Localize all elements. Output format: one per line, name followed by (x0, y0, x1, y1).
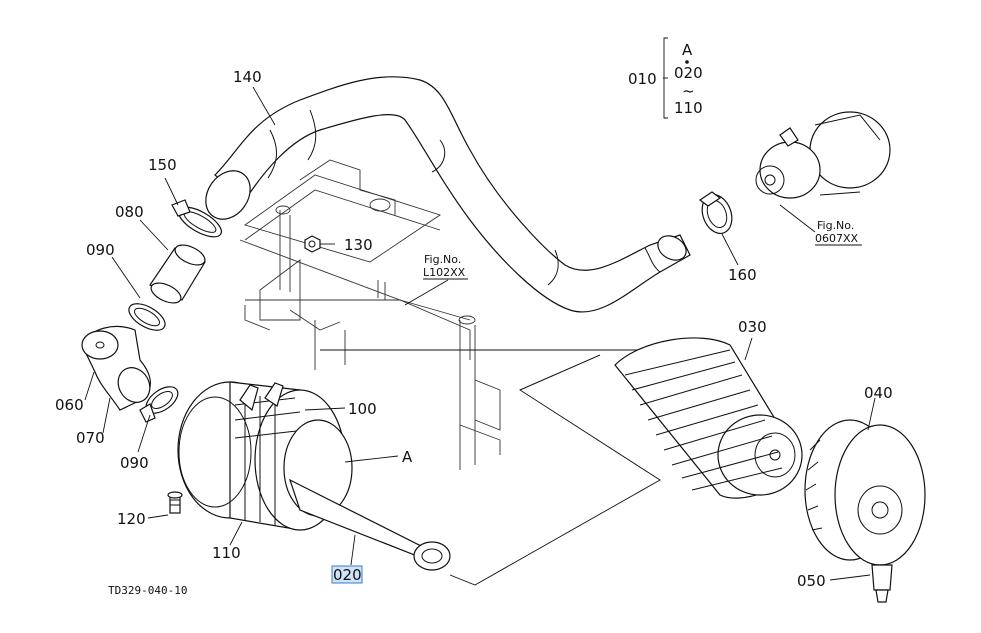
group-bracket-010: A 020 ~ 110 (663, 37, 703, 119)
fig-ref-left[interactable]: Fig.No. L102XX (423, 253, 468, 280)
label-020-highlight (331, 565, 363, 584)
label-100[interactable]: 100 (348, 400, 377, 418)
fig-ref-left-label: Fig.No. (424, 253, 461, 266)
sleeve-080 (149, 244, 206, 304)
label-010[interactable]: 010 (628, 70, 657, 88)
label-130[interactable]: 130 (344, 236, 373, 254)
part-labels: 010 140 150 080 090 130 060 070 090 100 … (55, 68, 893, 590)
label-070[interactable]: 070 (76, 429, 105, 447)
fig-ref-right-label: Fig.No. (817, 219, 854, 232)
label-150[interactable]: 150 (148, 156, 177, 174)
outlet-tube-020 (283, 419, 451, 571)
label-030[interactable]: 030 (738, 318, 767, 336)
label-110[interactable]: 110 (212, 544, 241, 562)
label-140[interactable]: 140 (233, 68, 262, 86)
clamp-090-lower (139, 386, 179, 423)
hose-140 (205, 76, 691, 313)
label-160[interactable]: 160 (728, 266, 757, 284)
label-090-lower[interactable]: 090 (120, 454, 149, 472)
label-080[interactable]: 080 (115, 203, 144, 221)
assembly-guide-lines (320, 349, 690, 586)
ring-090-upper (128, 303, 166, 331)
label-ref-a: A (402, 448, 413, 466)
group-top-label: A (682, 41, 693, 59)
group-dot (685, 60, 689, 64)
fig-ref-right-code[interactable]: 0607XX (815, 232, 859, 245)
group-mid-label: 020 (674, 64, 703, 82)
group-tilde: ~ (682, 82, 695, 100)
cover-040 (804, 419, 926, 603)
label-090-upper[interactable]: 090 (86, 241, 115, 259)
label-020[interactable]: 020 (333, 566, 362, 584)
filter-element-030 (614, 337, 803, 499)
fig-ref-right[interactable]: Fig.No. 0607XX (815, 219, 862, 246)
nut-130 (304, 235, 321, 253)
group-bottom-label: 110 (674, 99, 703, 117)
clamp-160 (698, 191, 733, 234)
leader-lines (84, 77, 876, 581)
drawing-code: TD329-040-10 (108, 584, 187, 597)
label-120[interactable]: 120 (117, 510, 146, 528)
fig-ref-left-code[interactable]: L102XX (423, 266, 466, 279)
mounting-frame (239, 159, 501, 470)
label-040[interactable]: 040 (864, 384, 893, 402)
turbocharger-reference (755, 111, 891, 199)
label-060[interactable]: 060 (55, 396, 84, 414)
elbow-060-070 (81, 325, 152, 411)
label-050[interactable]: 050 (797, 572, 826, 590)
clamp-150 (171, 199, 222, 238)
bolt-120 (167, 491, 183, 514)
